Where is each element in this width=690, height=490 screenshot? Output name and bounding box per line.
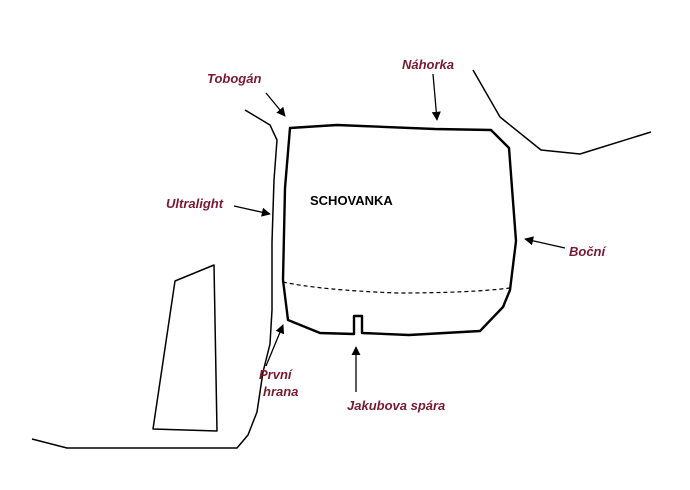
schovanka-base-line bbox=[282, 281, 511, 294]
side-boulder bbox=[152, 264, 218, 432]
route-label-prvni-hrana-line1: První bbox=[259, 367, 293, 382]
arrow-nahorka bbox=[431, 73, 441, 121]
block-name: SCHOVANKA bbox=[310, 193, 393, 208]
route-label-nahorka: Náhorka bbox=[402, 57, 454, 72]
terrain-left-ridge bbox=[31, 109, 278, 449]
route-label-toboggan: Tobogán bbox=[207, 71, 261, 86]
arrow-bocni bbox=[524, 236, 566, 249]
schovanka-block-outline bbox=[281, 123, 518, 337]
route-label-prvni-hrana-line2: hrana bbox=[263, 384, 298, 399]
route-label-ultralight: Ultralight bbox=[166, 196, 224, 211]
arrow-toboggan bbox=[265, 92, 286, 117]
arrow-ultralight bbox=[233, 205, 271, 217]
terrain-right-ridge bbox=[472, 69, 652, 155]
route-label-bocni: Boční bbox=[569, 244, 607, 259]
arrow-prvni-hrana bbox=[265, 324, 285, 367]
route-label-jakubova-spara: Jakubova spára bbox=[347, 398, 445, 413]
